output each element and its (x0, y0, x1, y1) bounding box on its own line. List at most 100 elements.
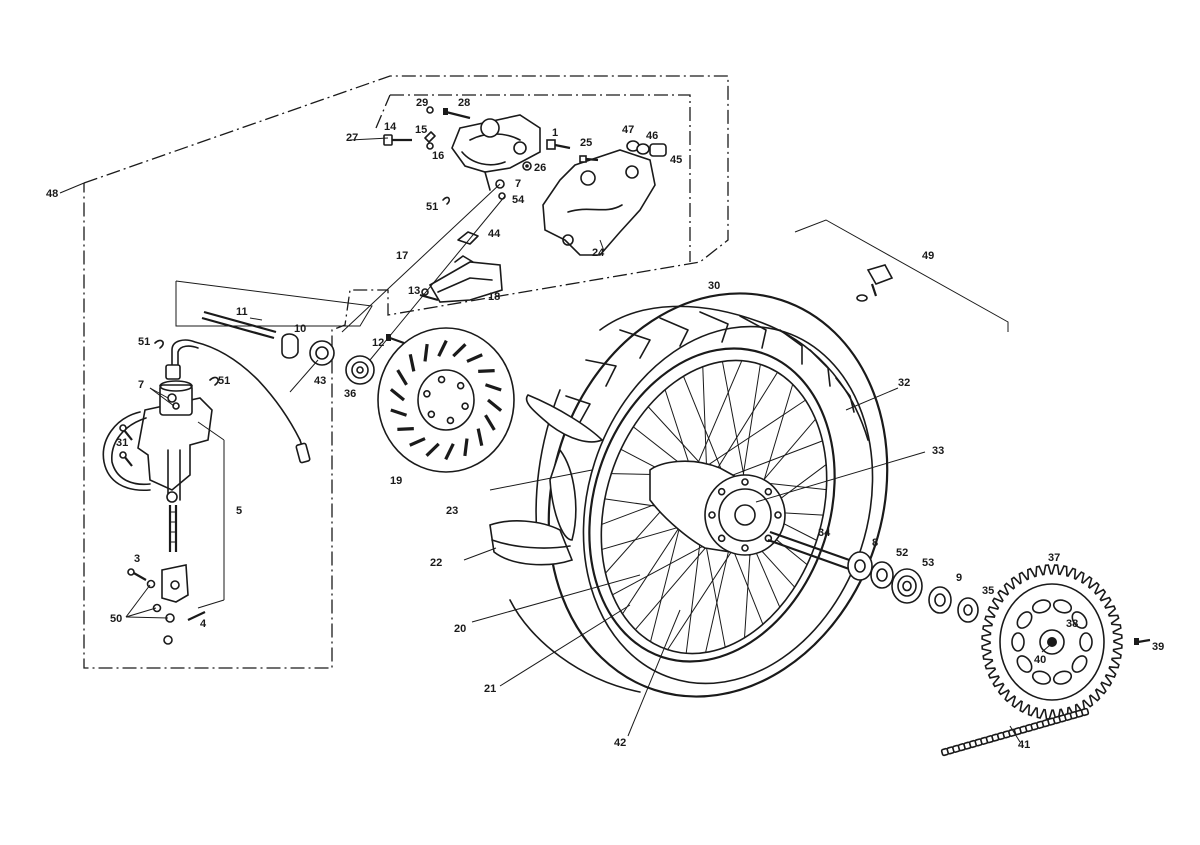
disc-slot (463, 438, 469, 457)
callout-labels: 1 3 4 5 7 7 8 9 10 11 12 13 14 15 16 17 … (46, 97, 1164, 751)
callout-39: 39 (1152, 641, 1164, 653)
bushings-45-46-47 (626, 140, 667, 157)
rim-tape (489, 520, 574, 566)
bolt-12 (386, 334, 405, 345)
bleed-screw-26 (522, 161, 532, 171)
disc-slot (476, 428, 484, 447)
sprocket-window (1031, 670, 1052, 685)
sprocket-window (1071, 655, 1088, 673)
inner-tube (525, 394, 604, 541)
clevis-pin-4 (187, 611, 206, 621)
hub-hole (774, 511, 782, 519)
sprocket-window (1011, 632, 1025, 652)
disc-slot (484, 383, 502, 392)
hub-hole (764, 534, 773, 543)
callout-9: 9 (956, 572, 962, 584)
callout-47: 47 (622, 124, 634, 136)
callout-21: 21 (484, 683, 496, 695)
callout-50: 50 (110, 613, 122, 625)
callout-1: 1 (552, 127, 558, 139)
leader-lines (59, 137, 1051, 743)
tire-valve (856, 264, 894, 302)
callout-19: 19 (390, 475, 402, 487)
callout-26: 26 (534, 162, 546, 174)
bolt-1-25 (546, 139, 599, 163)
disc-bolt-hole (423, 389, 431, 398)
callout-53: 53 (922, 557, 934, 569)
callout-20: 20 (454, 623, 466, 635)
tire-tread-lugs (565, 311, 855, 423)
bearing-53 (891, 568, 923, 604)
spoke (692, 399, 806, 476)
hub-hole (717, 487, 726, 496)
callout-49: 49 (922, 250, 934, 262)
chain-link (1080, 707, 1090, 717)
callout-24: 24 (592, 247, 605, 259)
hub-hole (741, 478, 749, 486)
brake-hose (102, 411, 151, 492)
disc-bolt-hole (446, 416, 455, 425)
callout-41: 41 (1018, 739, 1030, 751)
brake-pads (428, 255, 503, 303)
callout-7a: 7 (138, 379, 144, 391)
bolt-28-29 (426, 106, 471, 120)
callout-37: 37 (1048, 552, 1060, 564)
callout-51c: 51 (426, 201, 438, 213)
hub-hole (708, 511, 716, 519)
sprocket-window (1071, 611, 1088, 629)
callout-29: 29 (416, 97, 428, 109)
disc-slot (437, 339, 448, 357)
valve-bracket-line (794, 219, 1009, 332)
clip-51b (209, 376, 219, 386)
sprocket-window (1016, 655, 1033, 673)
callout-32: 32 (898, 377, 910, 389)
callout-46: 46 (646, 130, 658, 142)
fitting-7-54 (495, 179, 506, 200)
callout-18: 18 (488, 291, 500, 303)
callout-7b: 7 (515, 178, 521, 190)
spoke (692, 360, 743, 476)
disc-bolt-hole (427, 410, 436, 419)
disc-slot (397, 427, 414, 431)
reservoir-hose (171, 339, 301, 441)
spoke (706, 372, 778, 486)
callout-35: 35 (982, 585, 994, 597)
hub-hole (717, 534, 726, 543)
callout-13: 13 (408, 285, 420, 297)
spacer-8 (847, 551, 873, 581)
brake-caliper (451, 114, 541, 191)
callout-5: 5 (236, 505, 242, 517)
clevis (161, 564, 189, 603)
sprocket-window (1052, 670, 1073, 685)
seal-43 (309, 340, 335, 366)
disc-slot (444, 443, 455, 461)
rear-tire (509, 292, 889, 698)
sprocket-window (1016, 611, 1033, 629)
callout-31: 31 (116, 437, 128, 449)
callout-44: 44 (488, 228, 501, 240)
sprocket-window (1052, 599, 1073, 614)
sprocket-window (1079, 632, 1093, 652)
brake-disc (377, 327, 515, 473)
callout-10: 10 (294, 323, 306, 335)
callout-45: 45 (670, 154, 682, 166)
seal-35 (957, 597, 979, 623)
callout-38a: 38 (1066, 618, 1078, 630)
callout-27: 27 (346, 132, 358, 144)
disc-bolt-hole (456, 381, 465, 390)
callout-16: 16 (432, 150, 444, 162)
pad-spring (457, 231, 479, 245)
rear-sprocket (981, 564, 1123, 720)
hose-reservoir (165, 364, 181, 380)
caliper-bracket (542, 149, 656, 256)
disc-slot (425, 442, 440, 457)
callout-43: 43 (314, 375, 326, 387)
pin-51 (442, 196, 451, 205)
axle-subassembly-boundary (175, 280, 373, 327)
rear-axle (767, 530, 856, 572)
wheel-hub (649, 460, 786, 556)
caliper-pin-15 (424, 131, 436, 143)
washer-16 (426, 142, 434, 150)
callout-3: 3 (134, 553, 140, 565)
